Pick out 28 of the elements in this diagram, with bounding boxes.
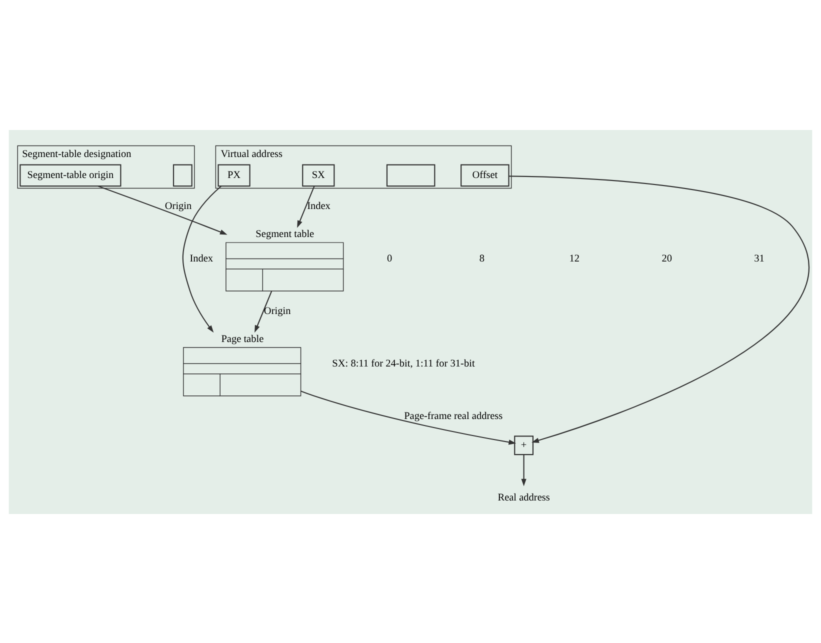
label: 20 xyxy=(662,252,672,264)
label: 31 xyxy=(754,252,764,264)
label: 0 xyxy=(386,252,392,264)
arrow xyxy=(297,186,315,228)
arrow xyxy=(98,185,228,234)
edge-label: Page-frame real address xyxy=(404,410,503,422)
edge-label: Index xyxy=(307,200,330,212)
arrow xyxy=(254,290,272,332)
node-box: Offset xyxy=(460,164,510,186)
node-box: SX xyxy=(302,164,335,186)
edge-label: Origin xyxy=(164,200,192,212)
node-box xyxy=(386,164,436,186)
edge-label: Index xyxy=(190,252,214,264)
arrow xyxy=(300,390,516,444)
label: 8 xyxy=(479,252,485,264)
node-label: Segment table xyxy=(256,228,314,240)
edge-label: Origin xyxy=(264,305,291,316)
node-box xyxy=(172,164,192,186)
arrow xyxy=(521,454,526,486)
label: 12 xyxy=(569,252,580,264)
node-label: Page table xyxy=(221,334,264,345)
arrow xyxy=(182,185,222,332)
node-box: + xyxy=(514,435,534,455)
label: SX: 8:11 for 24-bit, 1:11 for 31-bit xyxy=(332,358,475,369)
node-text: Real address xyxy=(498,492,550,504)
node-box: Segment-table origin xyxy=(20,164,122,186)
arrow xyxy=(508,175,809,442)
node-box: PX xyxy=(218,164,250,186)
